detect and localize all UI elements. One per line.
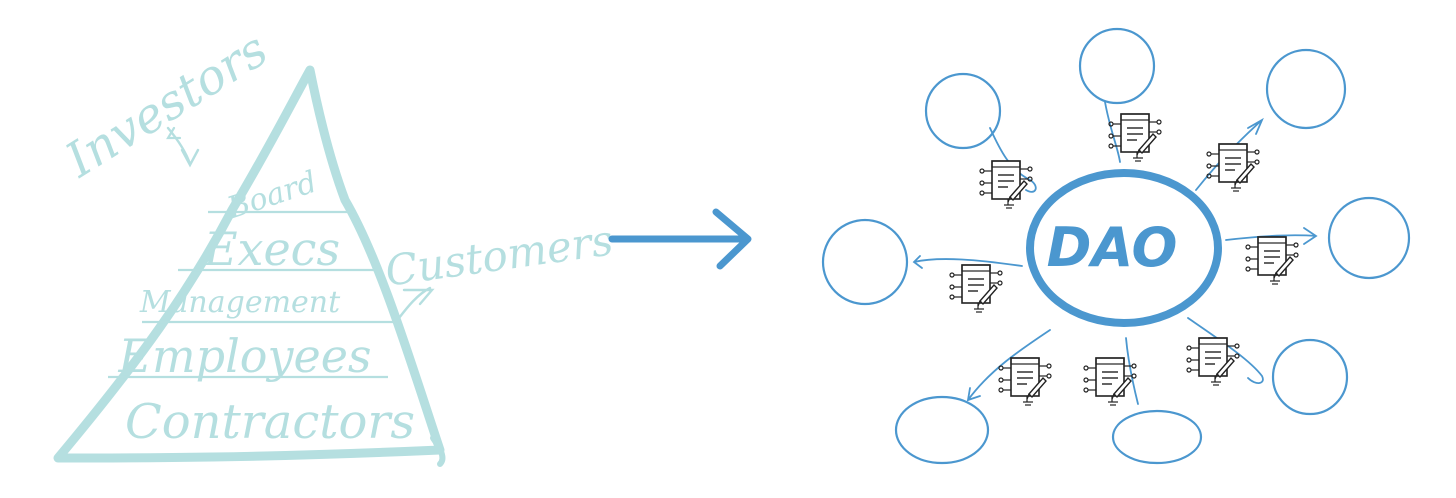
org-pyramid: Board Execs Management Employees Contrac… (53, 21, 616, 467)
node-top-left (924, 72, 1002, 150)
smart-contract-icon (1083, 357, 1137, 406)
smart-contract-icon (979, 160, 1033, 209)
label-investors: Investors (55, 21, 277, 189)
tier-label-management: Management (139, 285, 341, 320)
dao-center-circle (1026, 169, 1222, 327)
label-customers: Customers (382, 215, 616, 295)
customers-arrow (394, 286, 435, 324)
tier-label-contractors: Contractors (125, 394, 415, 450)
investors-arrow (166, 126, 200, 168)
node-left (821, 218, 909, 306)
node-right (1327, 196, 1411, 280)
tier-label-execs: Execs (203, 222, 340, 276)
tier-label-employees: Employees (117, 329, 371, 383)
dao-network: DAO (821, 27, 1411, 465)
smart-contract-icon (1186, 337, 1240, 386)
node-top-right (1265, 48, 1347, 130)
tier-label-board: Board (222, 165, 321, 227)
smart-contract-icon (998, 357, 1052, 406)
node-top (1078, 27, 1156, 105)
smart-contract-icon (1245, 236, 1299, 285)
node-bottom (1111, 409, 1203, 465)
smart-contract-icon (949, 264, 1003, 313)
transition-arrow (608, 208, 752, 270)
node-bottom-right (1271, 338, 1349, 416)
smart-contract-icon (1108, 113, 1162, 162)
node-bottom-left (894, 395, 990, 465)
dao-center-label: DAO (1047, 216, 1178, 279)
